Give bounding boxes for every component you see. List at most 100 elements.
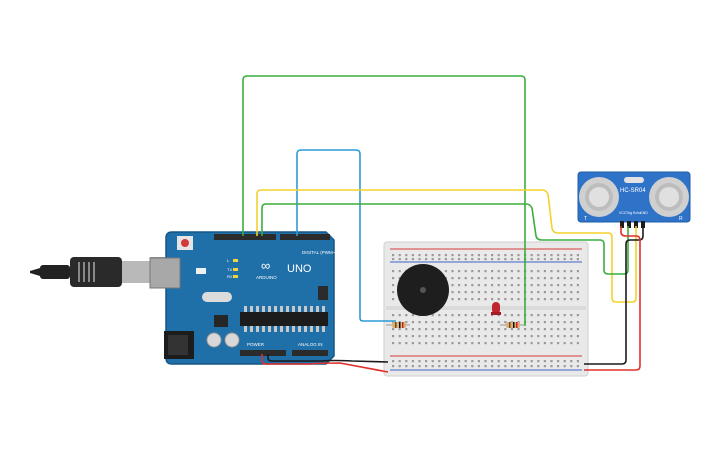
breadboard-hole: [431, 360, 434, 363]
breadboard-hole: [458, 342, 461, 345]
breadboard-hole: [438, 314, 441, 317]
breadboard-hole: [484, 291, 487, 294]
breadboard-hole: [543, 321, 546, 324]
sensor-crystal: [624, 177, 644, 183]
breadboard-hole: [550, 321, 553, 324]
breadboard-hole: [471, 298, 474, 301]
breadboard-hole: [550, 254, 553, 257]
breadboard-hole: [405, 335, 408, 338]
breadboard-hole: [576, 291, 579, 294]
breadboard-hole: [458, 298, 461, 301]
breadboard-hole: [484, 277, 487, 280]
breadboard-hole: [491, 254, 494, 257]
breadboard-hole: [497, 365, 500, 368]
l-led-label: L: [227, 258, 230, 263]
breadboard-hole: [411, 360, 414, 363]
breadboard-hole: [543, 328, 546, 331]
uno-label: UNO: [287, 263, 312, 275]
breadboard-hole: [398, 270, 401, 273]
breadboard-hole: [557, 360, 560, 363]
breadboard-hole: [444, 335, 447, 338]
breadboard-hole: [411, 365, 414, 368]
breadboard-hole: [530, 328, 533, 331]
sensor-name-label: HC-SR04: [620, 188, 646, 194]
breadboard-hole: [530, 321, 533, 324]
breadboard-hole: [510, 298, 513, 301]
breadboard-hole: [543, 314, 546, 317]
breadboard-hole: [563, 365, 566, 368]
breadboard-hole: [570, 328, 573, 331]
breadboard-hole: [563, 335, 566, 338]
breadboard-hole: [537, 335, 540, 338]
breadboard-hole: [484, 314, 487, 317]
breadboard-hole: [517, 298, 520, 301]
breadboard-hole: [576, 365, 579, 368]
breadboard-hole: [537, 258, 540, 261]
breadboard-hole: [471, 321, 474, 324]
breadboard-hole: [550, 342, 553, 345]
breadboard-hole: [451, 291, 454, 294]
breadboard-hole: [431, 314, 434, 317]
breadboard-hole: [550, 284, 553, 287]
breadboard-hole: [570, 270, 573, 273]
breadboard-hole: [576, 321, 579, 324]
breadboard-hole: [550, 314, 553, 317]
breadboard-hole: [438, 342, 441, 345]
sensor-pin-echo: Echo: [633, 211, 641, 215]
breadboard-hole: [497, 335, 500, 338]
breadboard-hole: [477, 342, 480, 345]
breadboard-hole: [491, 314, 494, 317]
breadboard-hole: [537, 284, 540, 287]
breadboard-hole: [458, 328, 461, 331]
breadboard-hole: [491, 328, 494, 331]
breadboard-hole: [431, 258, 434, 261]
breadboard-hole: [471, 258, 474, 261]
breadboard-hole: [543, 342, 546, 345]
breadboard-hole: [557, 254, 560, 257]
digital-label: DIGITAL (PWM~): [302, 250, 337, 255]
sensor-pin-gnd: GND: [640, 211, 648, 215]
breadboard-hole: [464, 321, 467, 324]
breadboard-hole: [563, 314, 566, 317]
breadboard-hole: [464, 360, 467, 363]
breadboard-hole: [471, 328, 474, 331]
breadboard-hole: [497, 284, 500, 287]
breadboard-hole: [438, 254, 441, 257]
breadboard-hole: [444, 258, 447, 261]
breadboard-hole: [570, 258, 573, 261]
breadboard-hole: [497, 291, 500, 294]
breadboard-hole: [418, 254, 421, 257]
breadboard-hole: [504, 298, 507, 301]
breadboard-hole: [563, 360, 566, 363]
breadboard-hole: [484, 298, 487, 301]
breadboard-hole: [497, 328, 500, 331]
breadboard-hole: [497, 314, 500, 317]
digital-header-right: [280, 234, 330, 240]
breadboard-hole: [563, 342, 566, 345]
breadboard-hole: [458, 270, 461, 273]
breadboard-hole: [557, 284, 560, 287]
breadboard-hole: [517, 335, 520, 338]
breadboard-hole: [550, 298, 553, 301]
breadboard-hole: [530, 254, 533, 257]
breadboard-hole: [576, 342, 579, 345]
breadboard-hole: [497, 258, 500, 261]
breadboard-hole: [451, 277, 454, 280]
breadboard-hole: [510, 335, 513, 338]
breadboard-hole: [550, 291, 553, 294]
breadboard-hole: [451, 284, 454, 287]
breadboard-hole: [438, 365, 441, 368]
breadboard-hole: [477, 277, 480, 280]
breadboard-hole: [464, 314, 467, 317]
breadboard-hole: [491, 258, 494, 261]
breadboard-hole: [510, 365, 513, 368]
breadboard-hole: [458, 314, 461, 317]
breadboard-hole: [444, 342, 447, 345]
breadboard-hole: [392, 342, 395, 345]
breadboard-hole: [405, 365, 408, 368]
breadboard-hole: [570, 360, 573, 363]
breadboard-hole: [517, 328, 520, 331]
breadboard-hole: [557, 342, 560, 345]
breadboard-hole: [537, 270, 540, 273]
breadboard-hole: [576, 254, 579, 257]
